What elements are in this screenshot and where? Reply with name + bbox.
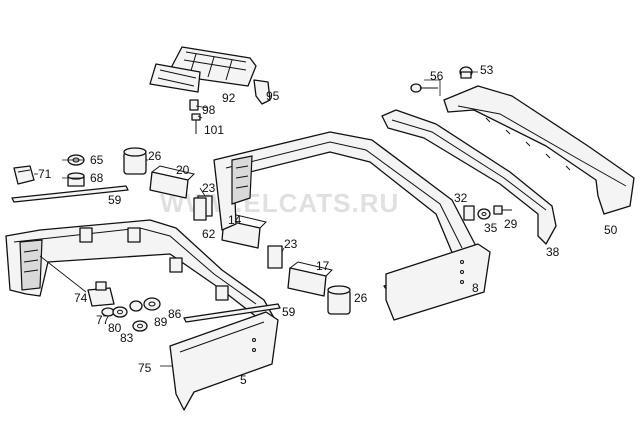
callout-75: 75 [138,361,152,375]
callout-86: 86 [168,307,182,321]
mount-62 [193,197,207,221]
cap-89 [129,300,143,312]
callout-23-upper: 23 [202,181,216,195]
callout-92: 92 [222,91,236,105]
callout-20: 20 [176,163,190,177]
rubber-pad-68 [67,172,85,187]
callout-59-lower: 59 [282,305,296,319]
callout-65: 65 [90,153,104,167]
nut-83 [132,320,148,332]
bracket-95 [253,79,271,105]
callout-35: 35 [484,221,498,235]
bumper-cover-50 [443,85,635,215]
callout-59-upper: 59 [108,193,122,207]
callout-71: 71 [38,167,52,181]
bumper-cushion-20 [149,165,195,199]
clip-53 [459,66,473,79]
bracket-74 [87,281,115,307]
trim-strip-59-lower [183,303,281,323]
callout-23-lower: 23 [284,237,298,251]
callout-80: 80 [108,321,122,335]
callout-5: 5 [240,373,247,387]
callout-62: 62 [202,227,216,241]
screw-101 [191,113,201,134]
callout-95: 95 [266,89,280,103]
bumper-bracket-92 [149,46,257,93]
front-bumper-cover-5 [169,311,279,411]
bracket-32 [463,205,475,221]
callout-98: 98 [202,103,216,117]
callout-68: 68 [90,171,104,185]
callout-101: 101 [204,123,224,137]
callout-26-upper: 26 [148,149,162,163]
callout-83: 83 [120,331,134,345]
bolt-56 [410,83,438,93]
callout-56: 56 [430,69,444,83]
bracket-26-upper [123,147,147,175]
callout-50: 50 [604,223,618,237]
callout-26-lower: 26 [354,291,368,305]
callout-77: 77 [96,313,110,327]
callout-8: 8 [472,281,479,295]
bumper-cushion-17 [287,261,333,297]
callout-14: 14 [228,213,242,227]
callout-29: 29 [504,217,518,231]
callout-38: 38 [546,245,560,259]
washer-35 [477,208,491,220]
bumper-cover-38 [381,109,557,245]
clip-98 [189,99,199,111]
callout-53: 53 [480,63,494,77]
callout-17: 17 [316,259,330,273]
callout-32: 32 [454,191,468,205]
clip-71 [13,165,35,185]
callout-89: 89 [154,315,168,329]
callout-labels: 5 8 14 17 20 23 23 26 26 29 32 35 38 50 … [38,63,618,387]
leader-lines [34,71,478,367]
guide-23-lower [267,245,283,269]
nut-86 [143,297,161,311]
nut-80 [112,306,128,318]
bumper-carrier-8 [213,131,491,321]
bracket-26-lower [327,285,351,315]
bolt-29 [493,205,512,215]
trim-strip-59-upper [11,185,129,203]
callout-74: 74 [74,291,88,305]
